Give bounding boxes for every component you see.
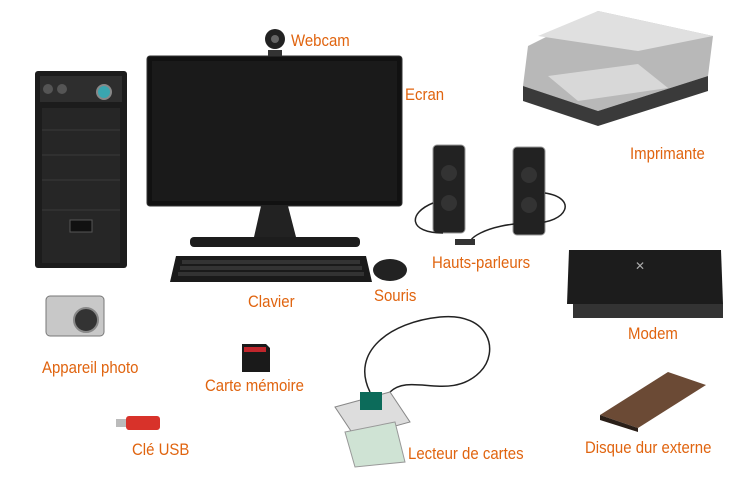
label-souris: Souris: [374, 286, 417, 305]
label-cle-usb: Clé USB: [132, 440, 190, 459]
label-hauts-parleurs: Hauts-parleurs: [432, 253, 531, 272]
tower-case-image: [35, 71, 127, 268]
monitor-image: [146, 55, 403, 247]
card-reader-image: [334, 315, 491, 468]
camera-image: [45, 295, 105, 337]
label-imprimante: Imprimante: [630, 144, 705, 163]
label-clavier: Clavier: [248, 292, 295, 311]
usb-key-image: [116, 416, 160, 430]
label-modem: Modem: [628, 324, 678, 343]
external-hard-drive-image: [600, 372, 706, 432]
label-disque-dur-externe: Disque dur externe: [585, 438, 712, 457]
label-appareil-photo: Appareil photo: [42, 358, 139, 377]
label-ecran: Ecran: [405, 85, 445, 104]
svg-text:✕: ✕: [635, 259, 645, 273]
label-webcam: Webcam: [291, 31, 350, 50]
speakers-image: [414, 144, 566, 245]
mouse-image: [373, 259, 407, 281]
modem-image: ✕: [567, 250, 723, 318]
label-lecteur-de-cartes: Lecteur de cartes: [408, 444, 524, 463]
label-carte-memoire: Carte mémoire: [205, 376, 304, 395]
webcam-image: [265, 29, 285, 58]
printer-image: [523, 11, 713, 126]
keyboard-image: [170, 256, 372, 282]
memory-card-image: [242, 344, 270, 372]
